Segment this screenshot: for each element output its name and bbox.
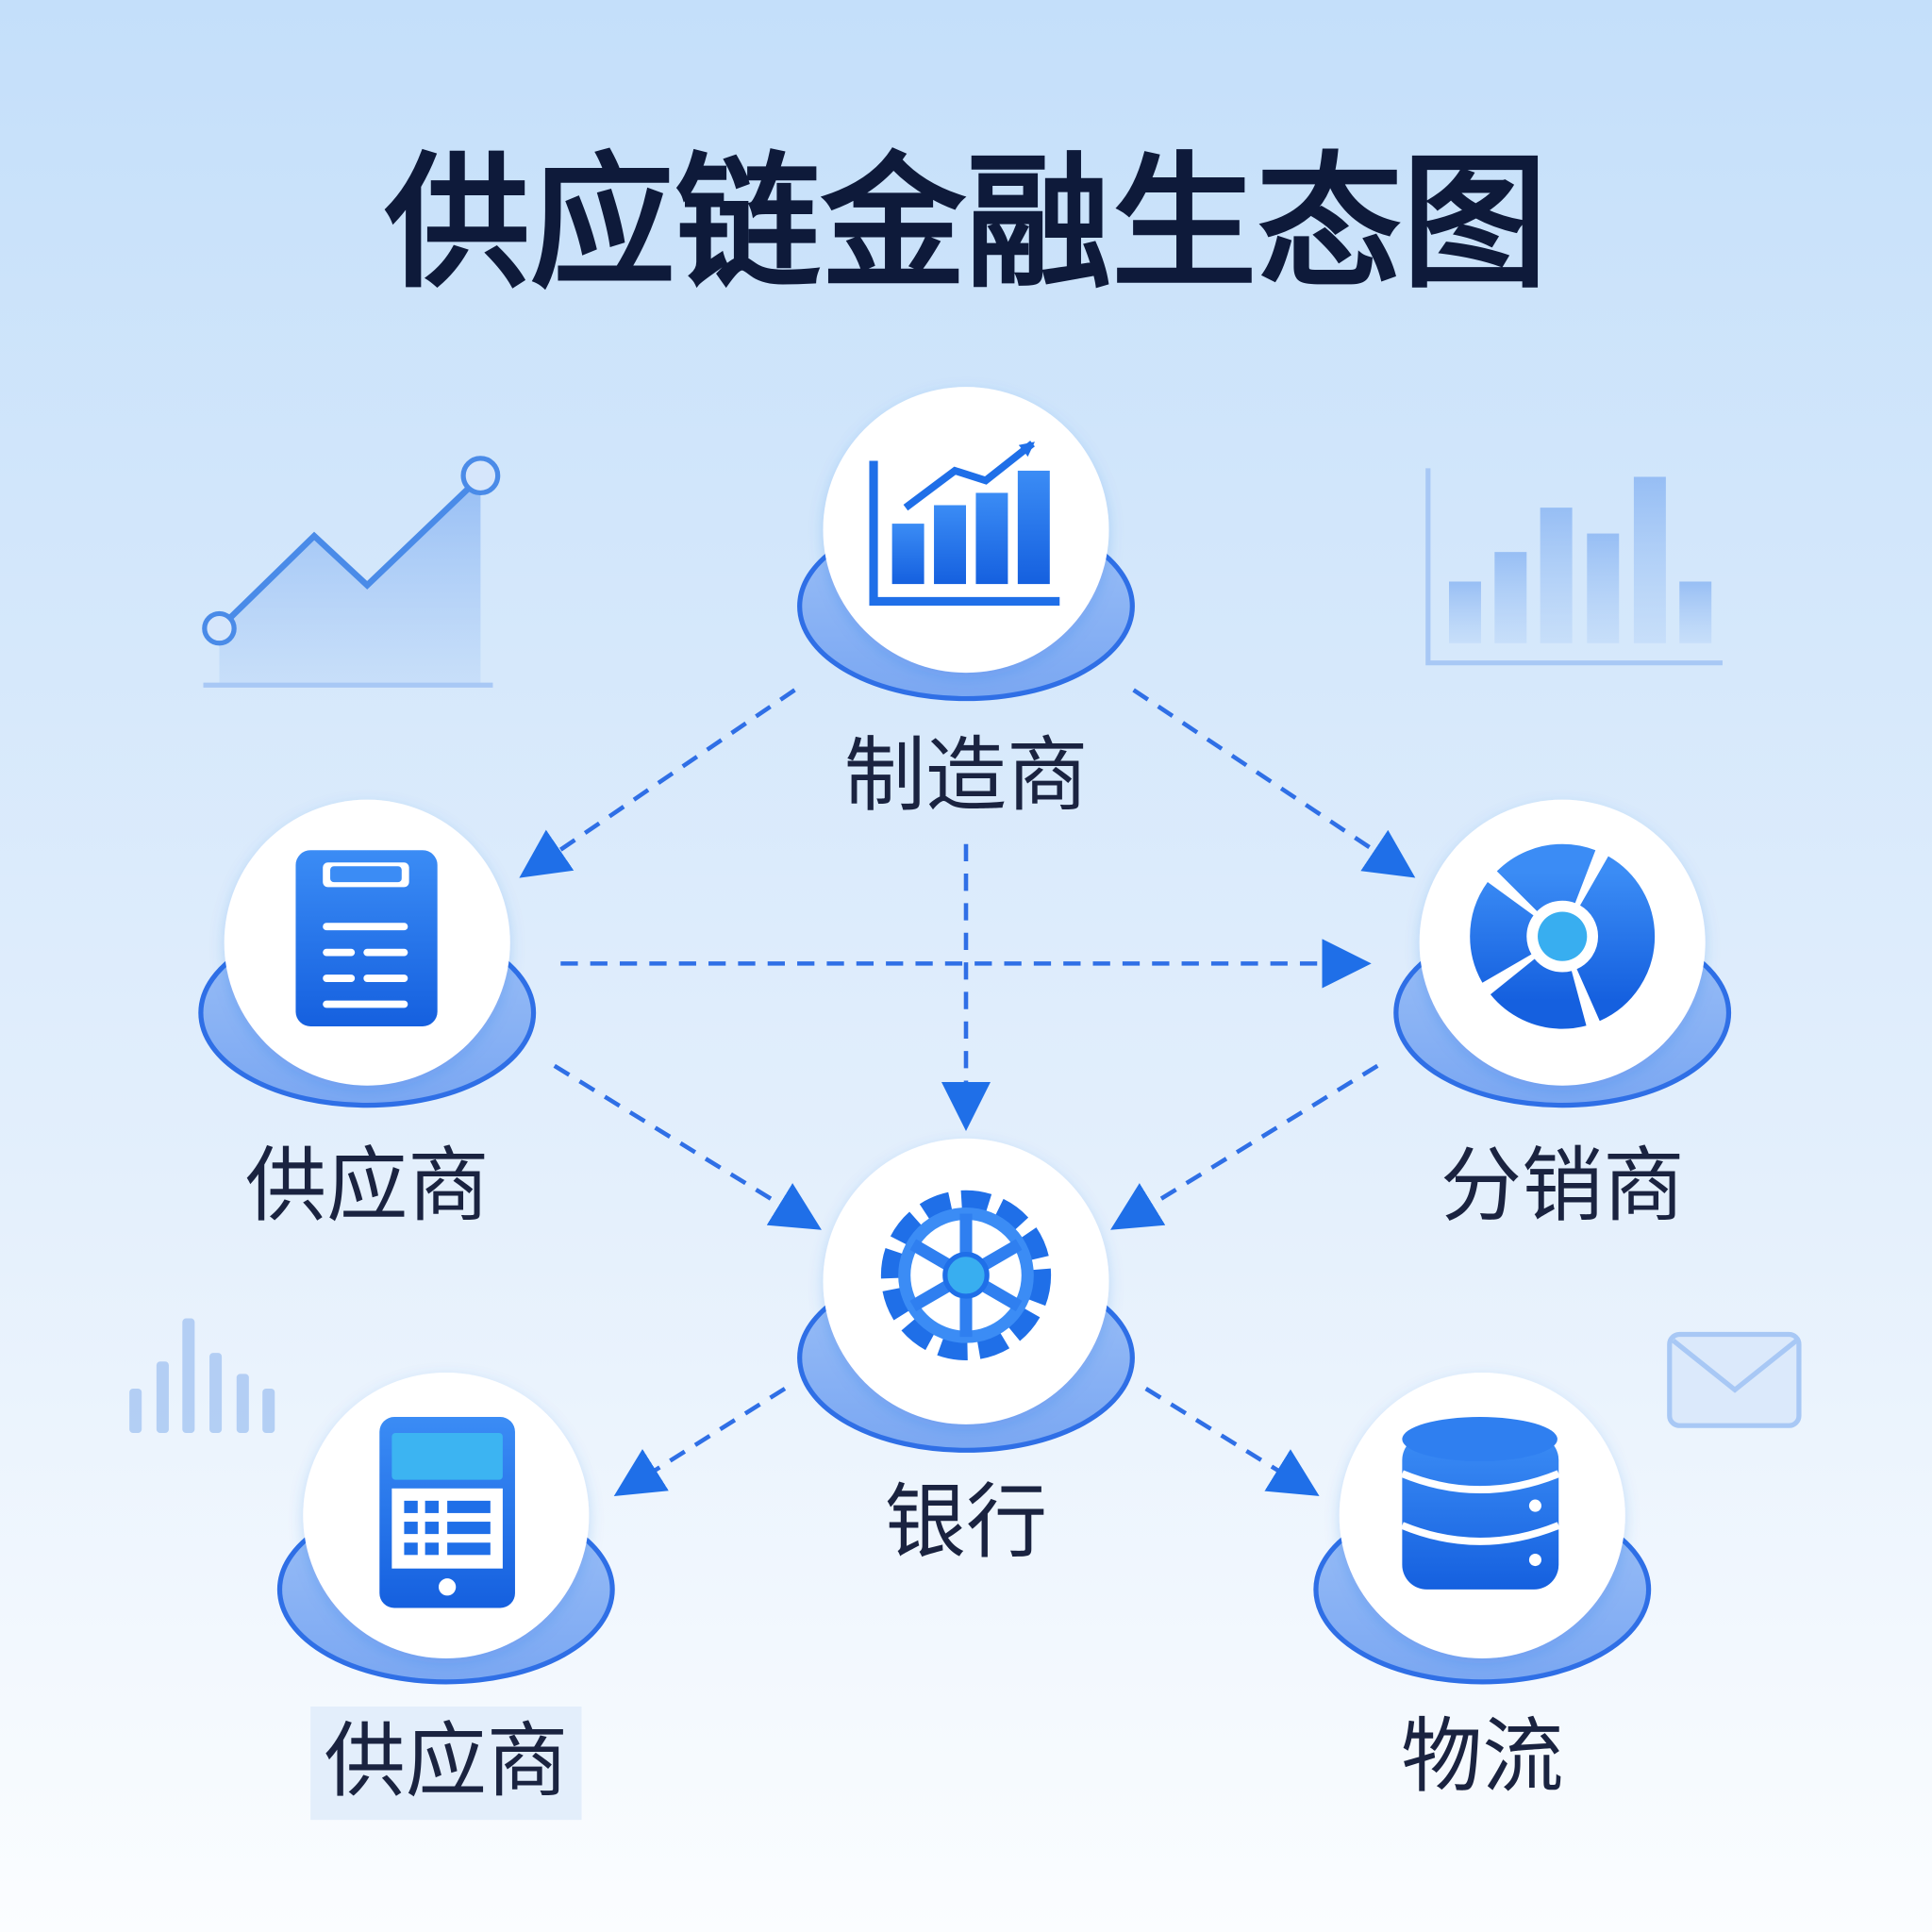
- node-distributor[interactable]: 分销商: [1393, 799, 1732, 1234]
- arrow-distributor-to-bank: [1110, 1063, 1379, 1230]
- node-label: 银行: [885, 1475, 1047, 1570]
- node-label: 物流: [1401, 1709, 1563, 1804]
- clipboard-icon: [295, 850, 438, 1026]
- node-supplier-top[interactable]: 供应商: [198, 799, 537, 1234]
- calculator-icon: [379, 1417, 515, 1608]
- label-highlight: [310, 1706, 582, 1821]
- donut-chart-icon: [1470, 843, 1656, 1029]
- node-supplier-bottom[interactable]: 供应商: [276, 1373, 615, 1821]
- node-label: 制造商: [844, 729, 1089, 824]
- envelope-decoration-icon: [1667, 1331, 1802, 1428]
- node-logistics[interactable]: 物流: [1313, 1373, 1652, 1804]
- gear-icon: [880, 1190, 1052, 1360]
- arrow-manufacturer-to-supplier: [519, 688, 796, 878]
- page-title: 供应链金融生态图: [385, 140, 1548, 308]
- line-chart-decoration-icon: [202, 456, 501, 688]
- node-label: 供应商: [325, 1714, 569, 1808]
- connectors: [519, 688, 1416, 1496]
- node-label: 供应商: [245, 1140, 490, 1234]
- signal-bars-decoration-icon: [129, 1318, 275, 1434]
- node-bank[interactable]: 银行: [797, 1138, 1135, 1570]
- arrow-bank-to-logistics: [1144, 1387, 1320, 1496]
- bar-chart-decoration-icon: [1425, 468, 1723, 666]
- bar-chart-growth-icon: [869, 441, 1060, 606]
- arrow-supplier-to-bank: [553, 1063, 822, 1230]
- arrow-bank-to-supplier: [613, 1387, 787, 1496]
- database-icon: [1400, 1417, 1560, 1590]
- arrow-manufacturer-to-distributor: [1132, 688, 1416, 878]
- node-manufacturer[interactable]: 制造商: [797, 387, 1135, 824]
- node-label: 分销商: [1441, 1140, 1685, 1234]
